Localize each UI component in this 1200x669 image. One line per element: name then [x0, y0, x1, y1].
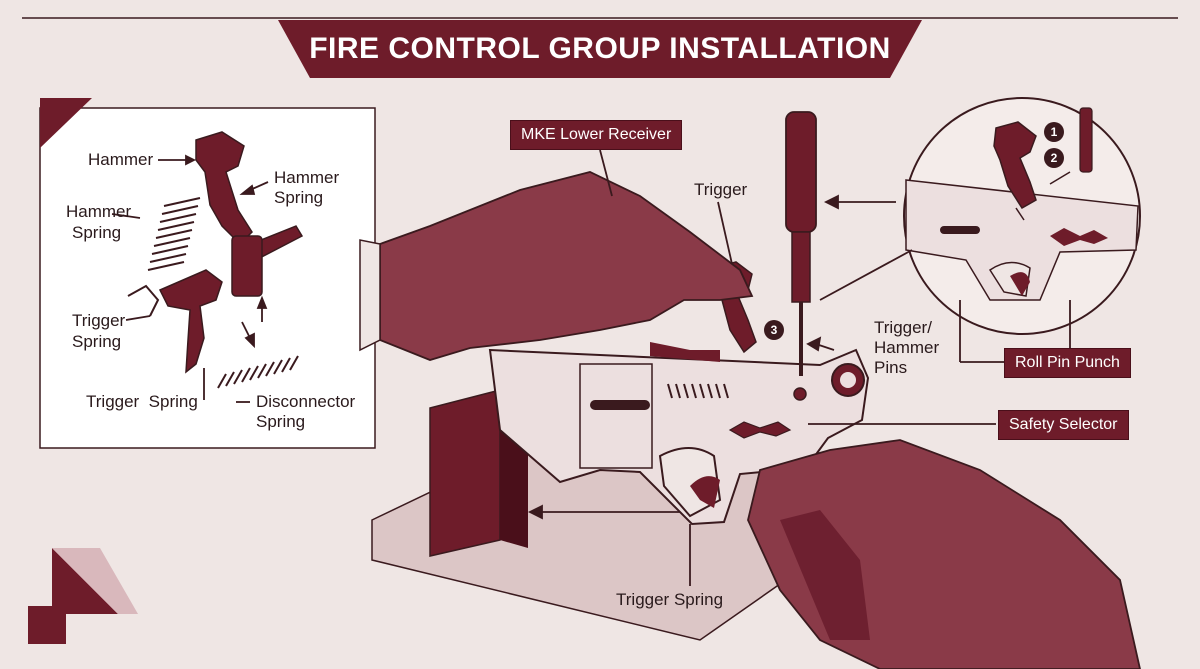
- page-title: FIRE CONTROL GROUP INSTALLATION: [309, 32, 891, 65]
- right-glove: [747, 439, 1141, 669]
- label-hammer-spring-left-2: Spring: [72, 223, 122, 242]
- roll-pin-punch-tool: [785, 111, 817, 376]
- label-hammer-spring-left-1: Hammer: [66, 202, 132, 221]
- label-disconnector-1: Disconnector: [256, 392, 356, 411]
- parts-inset: [39, 98, 376, 449]
- hammer-part: [195, 131, 253, 246]
- label-trigger-spring-2: Spring: [72, 332, 122, 351]
- inset-arrows: [111, 154, 269, 403]
- label-disconnector-2: Spring: [256, 412, 306, 431]
- label-pins-1: Trigger/: [874, 318, 932, 337]
- inset-corner-accent: [40, 98, 92, 148]
- step-badge-3: 3: [764, 320, 784, 340]
- tag-roll-pin-punch: Roll Pin Punch: [1004, 348, 1131, 378]
- trigger-spring-wire: [127, 284, 160, 317]
- title-banner: FIRE CONTROL GROUP INSTALLATION: [278, 20, 922, 78]
- tag-safety-selector: Safety Selector: [998, 410, 1129, 440]
- label-trigger-spring-1: Trigger: [72, 311, 126, 330]
- label-trigger-spring-bottom: Trigger Spring: [86, 392, 198, 411]
- hammer-coil-spring: [147, 197, 201, 271]
- decor-shapes: [28, 548, 138, 644]
- label-pins-3: Pins: [874, 358, 908, 377]
- detail-callout: [903, 97, 1141, 335]
- left-glove: [359, 171, 754, 361]
- disconnector-coil-spring: [217, 355, 299, 389]
- label-hammer-spring-right-1: Hammer: [274, 168, 340, 187]
- label-hammer: Hammer: [88, 150, 154, 169]
- trigger-part: [158, 269, 223, 374]
- tag-mke-lower-receiver: MKE Lower Receiver: [510, 120, 683, 150]
- step-badge-2: 2: [1044, 148, 1064, 168]
- label-trigger: Trigger: [694, 180, 748, 199]
- label-hammer-spring-right-2: Spring: [274, 188, 324, 207]
- step-badge-1: 1: [1044, 122, 1064, 142]
- label-pins-2: Hammer: [874, 338, 940, 357]
- leader-lines: [527, 149, 1071, 586]
- hammer-spring-body: [231, 235, 263, 297]
- label-trigger-spring: Trigger Spring: [616, 590, 724, 609]
